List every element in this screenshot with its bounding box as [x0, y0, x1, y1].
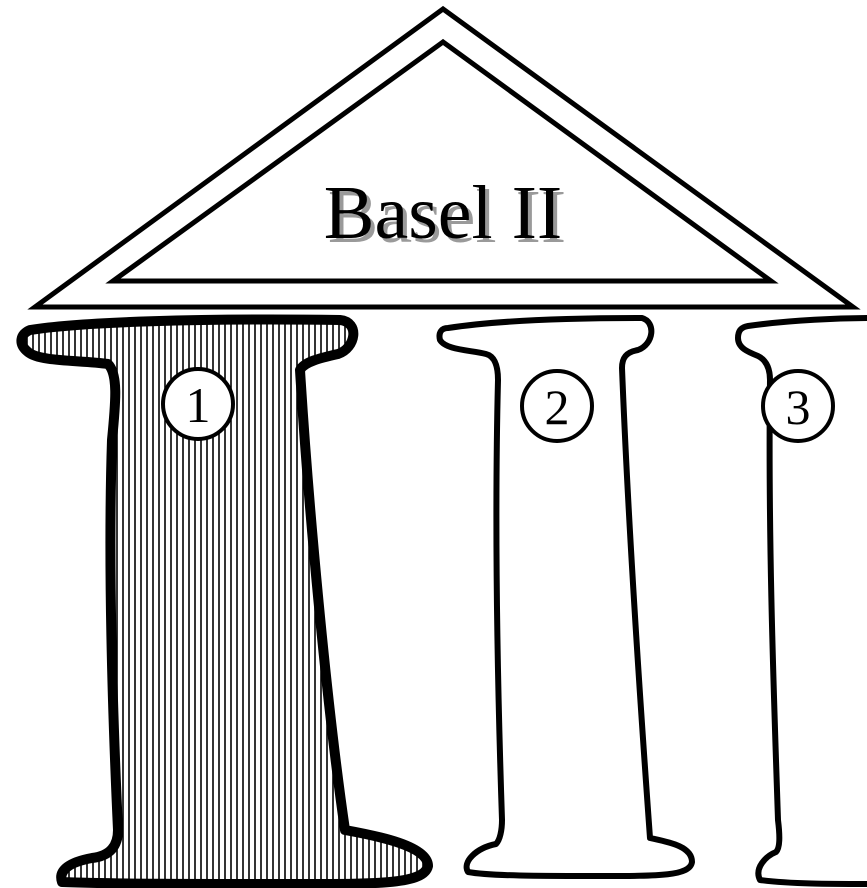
page-title: Basel II	[324, 171, 562, 255]
pillar-1-number: 1	[186, 377, 211, 433]
roof-pediment: Basel II Basel II	[35, 9, 853, 307]
pillar-2: 2	[439, 318, 692, 876]
pillar-1: 1	[21, 319, 428, 884]
pillar-3: 3	[738, 318, 867, 884]
pillar-3-number: 3	[786, 379, 811, 435]
pillar-2-number: 2	[545, 379, 570, 435]
